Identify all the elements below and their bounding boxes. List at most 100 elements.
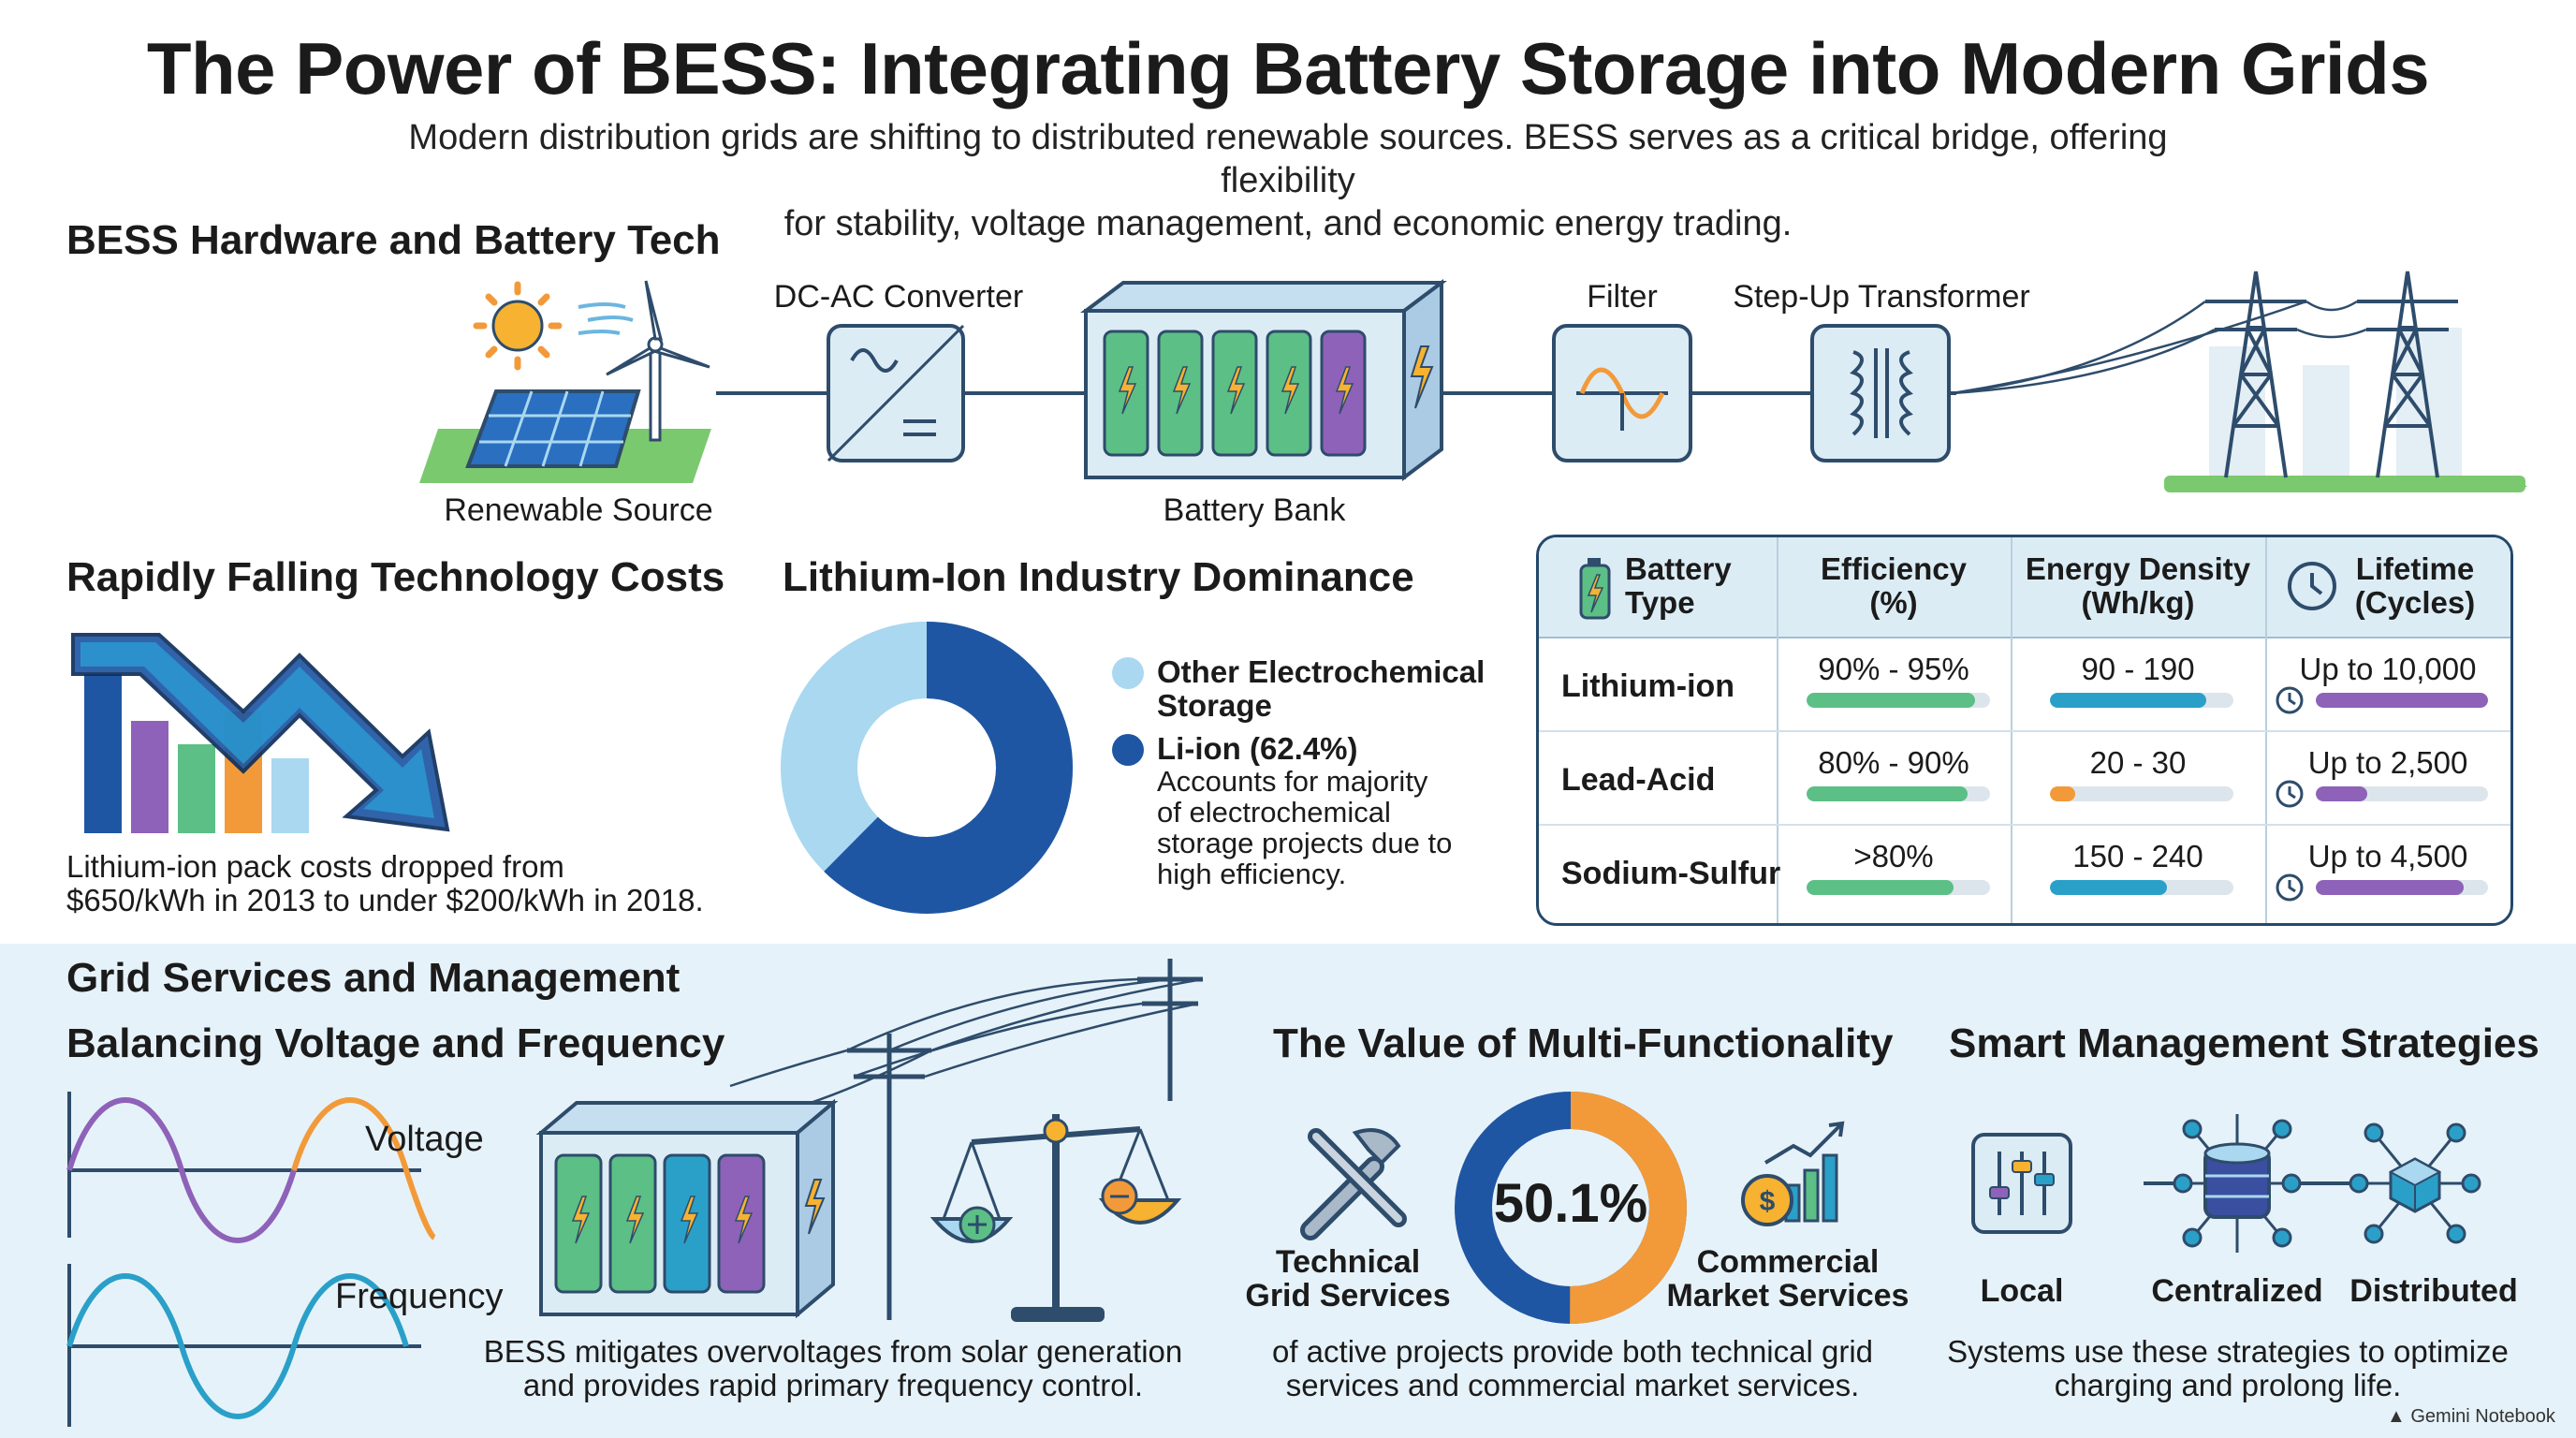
row-density-value: 150 - 240 [2072, 839, 2203, 873]
tools-icon [1300, 1128, 1407, 1240]
grid-services-panel [0, 944, 2576, 1438]
local-sliders-icon [1971, 1133, 2072, 1234]
clock-icon [2276, 873, 2304, 902]
hardware-diagram [419, 271, 2527, 492]
svg-text:$: $ [1760, 1186, 1776, 1217]
subtitle-line-1: Modern distribution grids are shifting t… [408, 118, 2168, 200]
battery-bank-icon [1080, 279, 1447, 481]
balancing-text-line-2: and provides rapid primary frequency con… [522, 1368, 1144, 1402]
battery-container-icon [535, 1098, 839, 1319]
table-header [1539, 537, 2510, 638]
smart-text-line-2: charging and prolong life. [2054, 1368, 2402, 1402]
frequency-label: Frequency [335, 1277, 504, 1316]
page-title: The Power of BESS: Integrating Battery S… [146, 27, 2430, 110]
transformer-label: Step-Up Transformer [1733, 279, 2030, 315]
row-efficiency-value: 90% - 95% [1818, 652, 1969, 686]
commercial-label: Commercial Market Services [1657, 1245, 1919, 1313]
smart-text: Systems use these strategies to optimize… [1928, 1335, 2527, 1402]
distributed-label: Distributed [2349, 1273, 2518, 1309]
liion-desc-line-2: of electrochemical [1157, 796, 1391, 829]
liion-desc-line-3: storage projects due to [1157, 827, 1453, 859]
liion-desc-line-1: Accounts for majority [1157, 765, 1428, 798]
header-efficiency: Efficiency (%) [1777, 552, 2011, 620]
legend-liion-swatch [1112, 734, 1144, 766]
header-energy-density: Energy Density (Wh/kg) [2011, 552, 2265, 620]
filter-label: Filter [1587, 279, 1658, 315]
lifetime-bar-fill [2316, 786, 2368, 801]
technical-label: Technical Grid Services [1226, 1245, 1470, 1313]
lifetime-bar [2316, 693, 2488, 708]
grid-services-heading: Grid Services and Management [66, 955, 681, 1001]
legend-other-line-2: Storage [1157, 688, 1272, 723]
density-bar [2050, 693, 2233, 708]
renewable-source-label: Renewable Source [444, 492, 713, 528]
balancing-heading: Balancing Voltage and Frequency [66, 1020, 725, 1066]
voltage-frequency-waves [66, 1092, 436, 1427]
efficiency-bar-fill [1807, 693, 1976, 708]
header-life-line-1: Lifetime [2355, 551, 2475, 586]
balancing-text: BESS mitigates overvoltages from solar g… [468, 1335, 1198, 1402]
efficiency-bar-fill [1807, 880, 1954, 895]
lifetime-bar-fill [2316, 880, 2465, 895]
smart-heading: Smart Management Strategies [1949, 1020, 2539, 1066]
management-strategies-diagram [1971, 1114, 2481, 1253]
lifetime-bar [2316, 786, 2488, 801]
centralized-label: Centralized [2151, 1273, 2323, 1309]
multi-text-line-1: of active projects provide both technica… [1271, 1334, 1874, 1369]
watermark-text: Gemini Notebook [2410, 1406, 2555, 1427]
lifetime-bar-fill [2316, 693, 2488, 708]
technical-line-1: Technical [1275, 1244, 1421, 1280]
lifetime-bar [2316, 880, 2488, 895]
costs-text-line-2: $650/kWh in 2013 to under $200/kWh in 20… [66, 883, 704, 917]
row-battery-name: Sodium-Sulfur [1561, 856, 1781, 891]
legend-other-line-1: Other Electrochemical [1157, 654, 1486, 689]
header-battery-type: Battery Type [1625, 552, 1732, 620]
bess-grid-illustration [535, 959, 1204, 1322]
money-growth-icon: $ [1741, 1121, 1845, 1226]
legend-other-label: Other Electrochemical Storage [1157, 655, 1485, 723]
clock-icon [2288, 562, 2336, 610]
liion-desc-line-4: high efficiency. [1157, 858, 1347, 890]
header-life-line-2: (Cycles) [2354, 585, 2476, 620]
costs-text: Lithium-ion pack costs dropped from $650… [66, 850, 740, 917]
balancing-text-line-1: BESS mitigates overvoltages from solar g… [483, 1334, 1183, 1369]
legend-other-swatch [1112, 657, 1144, 689]
renewable-source-icon [419, 280, 711, 483]
multi-percent: 50.1% [1493, 1173, 1648, 1234]
transformer-icon [1810, 324, 1951, 462]
row-lifetime-value: Up to 10,000 [2299, 652, 2477, 686]
donut-commercial-arc [1455, 1092, 1687, 1324]
transmission-tower-icon [1952, 271, 2527, 492]
commercial-line-2: Market Services [1666, 1278, 1910, 1313]
header-type-line-2: Type [1625, 585, 1695, 620]
dc-ac-converter-icon [827, 324, 965, 462]
battery-comparison-table: Battery Type Efficiency (%) Energy Densi… [1536, 535, 2513, 926]
filter-icon [1552, 324, 1692, 462]
header-dens-line-1: Energy Density [2025, 551, 2251, 586]
watermark: ▲ Gemini Notebook [2387, 1406, 2555, 1428]
header-type-line-1: Battery [1625, 551, 1732, 586]
page-subtitle: Modern distribution grids are shifting t… [352, 116, 2224, 245]
balance-scale-icon [929, 1114, 1182, 1322]
efficiency-bar [1807, 786, 1990, 801]
commercial-line-1: Commercial [1696, 1244, 1880, 1280]
density-bar-fill [2050, 693, 2206, 708]
header-eff-line-2: (%) [1869, 585, 1918, 620]
legend-liion-label: Li-ion (62.4%) [1157, 731, 1358, 766]
row-lifetime-value: Up to 4,500 [2307, 839, 2468, 873]
efficiency-bar [1807, 880, 1990, 895]
row-efficiency-value: >80% [1853, 839, 1934, 873]
clock-icon [2276, 780, 2304, 808]
multi-heading: The Value of Multi-Functionality [1273, 1020, 1894, 1066]
density-bar [2050, 786, 2233, 801]
dominance-heading: Lithium-Ion Industry Dominance [783, 554, 1414, 600]
converter-label: DC-AC Converter [773, 279, 1024, 315]
smart-text-line-1: Systems use these strategies to optimize [1947, 1334, 2509, 1369]
distributed-network-icon [2349, 1123, 2481, 1244]
row-efficiency-value: 80% - 90% [1818, 745, 1969, 780]
hardware-heading: BESS Hardware and Battery Tech [66, 217, 721, 263]
falling-costs-chart-icon [71, 633, 450, 833]
multi-function-donut [1455, 1092, 1687, 1324]
row-density-value: 90 - 190 [2081, 652, 2195, 686]
header-dens-line-2: (Wh/kg) [2081, 585, 2195, 620]
